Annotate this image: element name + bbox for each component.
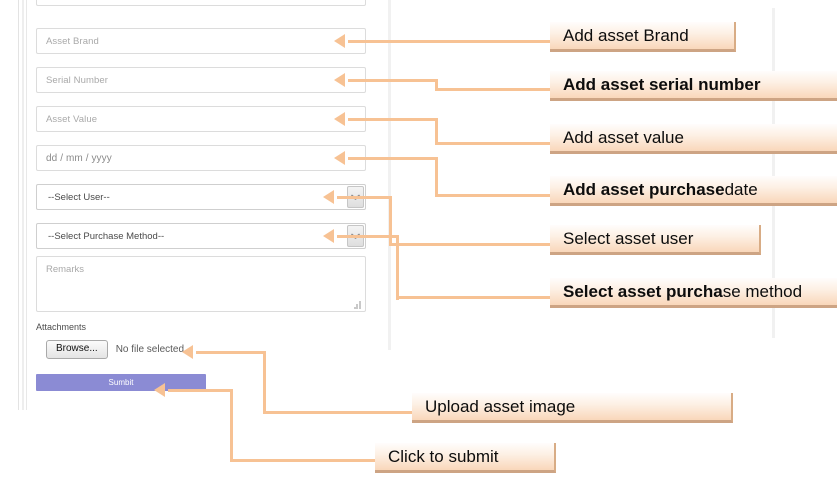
connector-line-brand: [348, 39, 550, 43]
connector-arrow-upload: [182, 345, 193, 359]
connector-line-method-h2: [396, 295, 550, 299]
callout-text-bold: Select asset purcha: [563, 281, 723, 301]
callout-add-asset-brand: Add asset Brand: [550, 22, 736, 52]
field-above-cutoff[interactable]: [36, 0, 366, 6]
callout-text: Upload asset image: [425, 396, 576, 416]
callout-text-rest: se method: [722, 281, 803, 301]
connector-line-upload-h: [196, 350, 266, 354]
connector-arrow-user: [323, 190, 334, 204]
connector-line-value-h: [348, 117, 438, 121]
scrollbar-track-left[interactable]: [388, 0, 391, 350]
serial-number-placeholder: Serial Number: [46, 74, 109, 86]
callout-add-asset-purchase-date: Add asset purchase date: [550, 176, 837, 206]
browse-button[interactable]: Browse...: [46, 340, 108, 359]
connector-arrow-brand: [334, 34, 345, 48]
connector-arrow-serial: [334, 73, 345, 87]
panel-edge-left-3: [26, 0, 27, 410]
asset-brand-input[interactable]: Asset Brand: [36, 28, 366, 54]
callout-text: Add asset Brand: [563, 25, 689, 45]
remarks-textarea[interactable]: Remarks: [36, 256, 366, 312]
panel-edge-left-2: [22, 0, 24, 410]
connector-line-user-v: [389, 195, 392, 246]
connector-line-method-h: [337, 234, 399, 238]
scrollbar-track-right[interactable]: [772, 8, 775, 338]
connector-arrow-submit: [154, 383, 165, 397]
connector-arrow-method: [323, 229, 334, 243]
connector-line-upload-h2: [263, 410, 412, 414]
asset-value-placeholder: Asset Value: [46, 113, 98, 125]
asset-brand-placeholder: Asset Brand: [46, 35, 99, 47]
connector-line-date-h2: [435, 193, 550, 197]
purchase-method-select[interactable]: --Select Purchase Method--: [36, 223, 366, 249]
callout-upload-asset-image: Upload asset image: [412, 393, 733, 423]
remarks-placeholder: Remarks: [46, 264, 85, 275]
panel-edge-left: [18, 0, 19, 410]
callout-text: Click to submit: [388, 446, 499, 466]
connector-line-user-h: [337, 195, 392, 199]
asset-value-input[interactable]: Asset Value: [36, 106, 366, 132]
callout-add-asset-serial-number: Add asset serial number: [550, 71, 837, 101]
resize-grip-icon[interactable]: [354, 301, 362, 309]
serial-number-input[interactable]: Serial Number: [36, 67, 366, 93]
connector-line-serial-v: [435, 78, 438, 91]
purchase-date-placeholder: dd / mm / yyyy: [46, 152, 112, 164]
asset-form: Asset Brand Serial Number Asset Value dd…: [36, 0, 372, 400]
connector-line-value-h2: [435, 141, 550, 145]
connector-line-submit-h: [168, 388, 233, 392]
file-upload-row[interactable]: Browse... No file selected.: [46, 340, 187, 359]
callout-text: Add asset value: [563, 127, 684, 147]
connector-line-method-v: [396, 234, 399, 300]
connector-line-submit-v: [230, 388, 233, 461]
callout-add-asset-value: Add asset value: [550, 124, 837, 154]
file-status-text: No file selected.: [115, 344, 187, 355]
user-select[interactable]: --Select User--: [36, 184, 366, 210]
connector-line-date-v: [435, 156, 438, 197]
user-select-value: --Select User--: [48, 191, 110, 203]
purchase-date-input[interactable]: dd / mm / yyyy: [36, 145, 366, 171]
callout-click-to-submit: Click to submit: [375, 443, 556, 473]
purchase-method-select-value: --Select Purchase Method--: [48, 230, 165, 242]
callout-text: Add asset serial number: [563, 74, 761, 94]
connector-line-submit-h2: [230, 458, 375, 462]
connector-line-serial-h: [348, 78, 438, 82]
callout-select-asset-user: Select asset user: [550, 225, 761, 255]
callout-text-bold: Add asset purchase: [563, 179, 725, 199]
callout-text: Select asset user: [563, 228, 694, 248]
connector-line-serial-h2: [435, 87, 550, 91]
connector-line-user-h2: [389, 242, 550, 246]
connector-line-date-h: [348, 156, 438, 160]
connector-arrow-date: [334, 151, 345, 165]
callout-text-rest: date: [724, 179, 758, 199]
attachments-label: Attachments: [36, 322, 87, 332]
connector-arrow-value: [334, 112, 345, 126]
connector-line-value-v: [435, 117, 438, 145]
connector-line-upload-v: [263, 350, 266, 413]
